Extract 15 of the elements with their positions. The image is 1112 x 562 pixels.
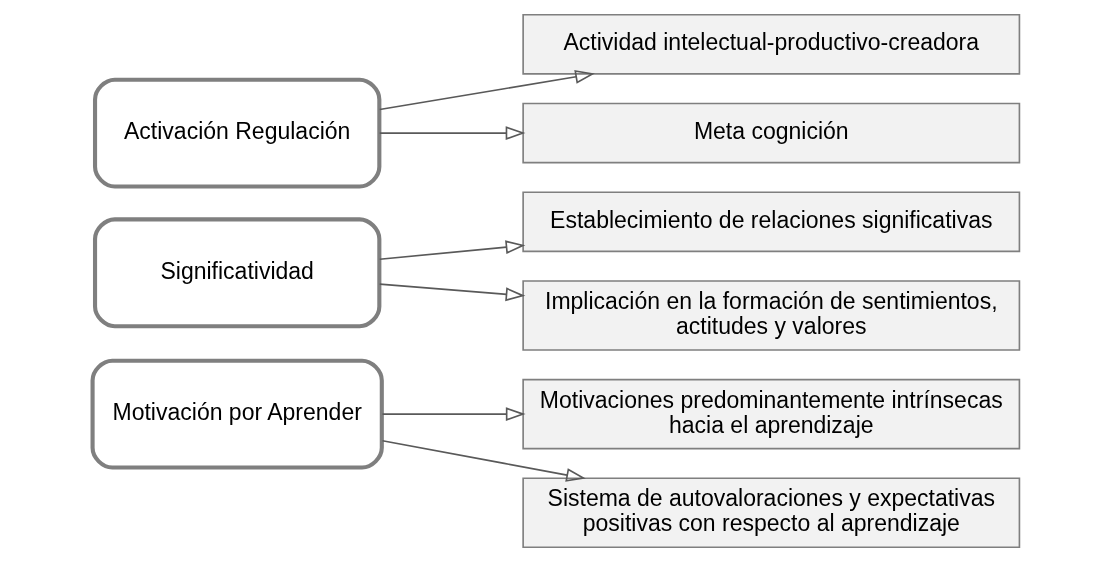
node-box: Implicación en la formación de sentimientos, actitudes y valores <box>522 280 1021 351</box>
node-box: Actividad intelectual-productivo-creadora <box>522 13 1021 75</box>
arrow <box>381 407 526 421</box>
arrow <box>378 126 526 140</box>
arrow <box>381 440 586 482</box>
node-box: Meta cognición <box>522 102 1021 164</box>
arrow <box>378 283 526 302</box>
node-box: Activación Regulación <box>93 77 382 189</box>
arrow <box>378 70 595 111</box>
node-box: Establecimiento de relaciones significativas <box>522 191 1021 253</box>
node-box: Motivaciones predominantemente intrínsecas hacia el aprendizaje <box>522 378 1021 450</box>
arrow <box>378 240 526 261</box>
node-box: Significatividad <box>93 217 382 329</box>
node-box: Motivación por Aprender <box>90 358 384 470</box>
node-box: Sistema de autovaloraciones y expectativas positivas con respecto al aprendizaje <box>522 477 1021 549</box>
